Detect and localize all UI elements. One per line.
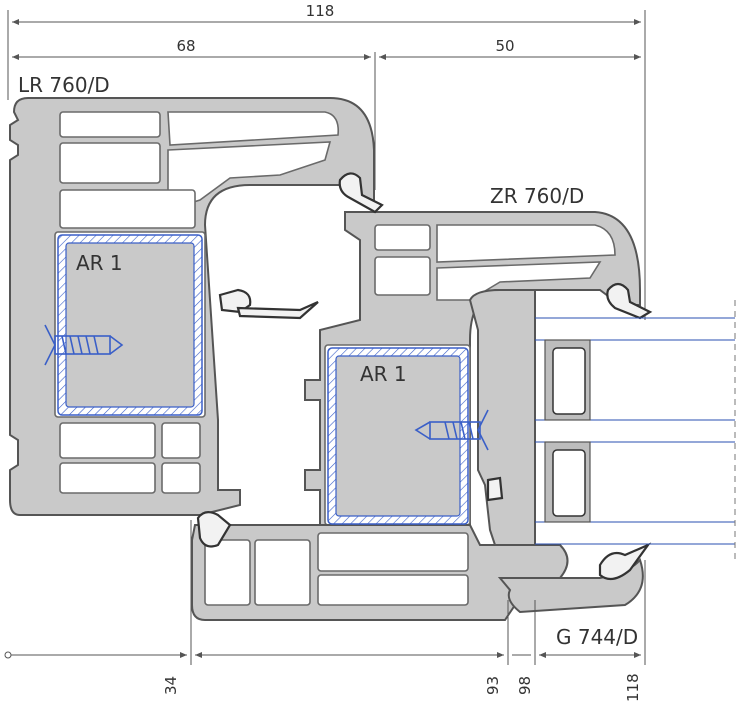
screw-left-icon xyxy=(44,324,124,366)
frame-label: LR 760/D xyxy=(18,73,110,97)
top-dimensions: 118 68 50 xyxy=(7,2,646,320)
dim-bottom-98: 98 xyxy=(516,676,534,695)
dim-bottom-93: 93 xyxy=(484,676,502,695)
glass-unit xyxy=(535,300,736,560)
dim-top-total: 118 xyxy=(306,2,335,20)
dim-bottom-118: 118 xyxy=(624,673,642,702)
bead-label: G 744/D xyxy=(556,625,638,649)
seals xyxy=(196,172,653,581)
bottom-frame-profile xyxy=(191,524,569,621)
reinforcement-right xyxy=(327,347,469,525)
dim-top-left: 68 xyxy=(176,37,195,55)
reinforcement-right-label: AR 1 xyxy=(360,362,407,386)
dim-bottom-34: 34 xyxy=(162,676,180,695)
glazing-bead-profile xyxy=(468,289,644,614)
reinforcement-left-label: AR 1 xyxy=(76,251,123,275)
reinforcement-left xyxy=(57,234,203,416)
dim-top-right: 50 xyxy=(495,37,514,55)
sash-label: ZR 760/D xyxy=(490,184,584,208)
bottom-dimensions: 34 93 98 118 xyxy=(4,520,646,702)
screw-right-icon xyxy=(414,409,489,451)
